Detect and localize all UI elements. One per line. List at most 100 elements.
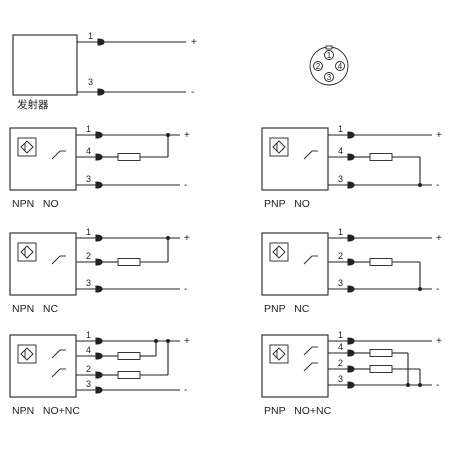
connector-pinout: 1 2 3 4 [309,45,349,86]
npn-no-switch-contact-icon [51,150,66,160]
npn-nc-junction-dot [166,236,170,240]
npn-no-pin-label: 4 [86,146,91,156]
pnp-nc-wire-2 [328,258,370,266]
diagram-pnp-nonc: 1+423-PNP NO+NC [261,330,442,417]
pnp-nonc-load-resistor-icon [369,349,422,387]
npn-nc-wire-3 [76,285,180,293]
pnp-nonc-junction-dot [418,383,422,387]
emitter-pin-1-polarity: + [191,37,197,48]
npn-nc-wire-2 [76,258,118,266]
connector-pin-3: 3 [324,72,334,82]
connector-key [325,45,333,50]
npn-no-junction-dot [166,133,170,137]
npn-nc-polarity-label: - [184,284,187,295]
pnp-no-wire-4 [328,153,370,161]
emitter-wire-1 [77,38,186,46]
pnp-nc-caption: PNP NC [264,303,310,315]
npn-nonc-caption: NPN NO+NC [12,405,80,417]
pnp-no-pin-label: 4 [338,146,343,156]
npn-nonc-pin-label: 3 [86,379,91,389]
pnp-nonc-wire-2 [328,365,370,373]
emitter-box [12,34,78,96]
npn-nonc-switch-contact-icon [51,349,66,378]
npn-nonc-load-resistor-icon [117,339,170,379]
npn-no-caption: NPN NO [12,198,59,210]
pnp-nc-load-resistor-icon [369,258,422,291]
pnp-nonc-sensor-box [261,334,329,398]
npn-no-polarity-label: + [184,130,190,141]
pnp-nc-pin-label: 2 [338,251,343,261]
pnp-nonc-polarity-label: + [436,336,442,347]
npn-nonc-sensor-symbol-icon [17,344,37,364]
pnp-no-sensor-box [261,127,329,191]
pnp-nonc-caption: PNP NO+NC [264,405,332,417]
connector-pin-4: 4 [335,61,345,71]
svg-text:1: 1 [327,51,332,60]
pnp-nc-pin-label: 1 [338,227,343,237]
npn-nonc-sensor-box [9,334,77,398]
emitter-pin-3-label: 3 [88,77,93,87]
pnp-nc-pin-label: 3 [338,278,343,288]
pnp-nonc-pin-label: 3 [338,374,343,384]
pnp-nc-polarity-label: + [436,233,442,244]
pnp-no-pin-label: 1 [338,124,343,134]
pnp-nonc-pin-label: 2 [338,358,343,368]
npn-no-polarity-label: - [184,180,187,191]
npn-nonc-wire-2 [76,371,118,379]
npn-nc-sensor-symbol-icon [17,242,37,262]
pnp-nc-sensor-symbol-icon [269,242,289,262]
npn-no-wire-3 [76,181,180,189]
pnp-no-load-resistor-icon [369,153,422,187]
npn-nonc-wire-1 [76,337,180,345]
emitter-pin-3-polarity: - [191,87,194,98]
pnp-no-polarity-label: + [436,130,442,141]
pnp-nc-wire-1 [328,234,432,242]
pnp-no-sensor-symbol-icon [269,137,289,157]
npn-nc-switch-contact-icon [51,255,66,265]
pnp-no-junction-dot [418,183,422,187]
npn-nc-wire-1 [76,234,180,242]
pnp-nonc-wire-3 [328,381,432,389]
pnp-nonc-switch-contact-icon [303,346,318,372]
npn-nc-polarity-label: + [184,233,190,244]
pnp-nonc-wire-4 [328,349,370,357]
pnp-no-caption: PNP NO [264,198,310,210]
emitter-pin-1-label: 1 [88,31,93,41]
connector-pin-1: 1 [324,50,334,60]
npn-nonc-junction-dot [166,339,170,343]
npn-nc-sensor-box [9,232,77,296]
pnp-nonc-sensor-symbol-icon [269,344,289,364]
npn-nc-caption: NPN NC [12,303,59,315]
emitter-wire-3 [77,88,186,96]
npn-nc-pin-label: 2 [86,251,91,261]
npn-nonc-pin-label: 1 [86,330,91,340]
svg-text:4: 4 [338,62,343,71]
npn-nc-load-resistor-icon [117,236,170,266]
npn-nonc-pin-label: 2 [86,364,91,374]
diagram-npn-no: 1+43-NPN NO [9,124,190,210]
pnp-nc-sensor-box [261,232,329,296]
svg-text:3: 3 [327,73,332,82]
pnp-no-wire-1 [328,131,432,139]
pnp-nonc-pin-label: 1 [338,330,343,340]
npn-nonc-polarity-label: - [184,385,187,396]
pnp-nonc-polarity-label: - [436,380,439,391]
connector-pin-2: 2 [313,61,323,71]
pnp-nc-wire-3 [328,285,432,293]
pnp-no-pin-label: 3 [338,174,343,184]
npn-no-wire-1 [76,131,180,139]
pnp-no-switch-contact-icon [303,150,318,160]
pnp-nonc-junction-dot [406,383,410,387]
npn-no-sensor-box [9,127,77,191]
npn-no-load-resistor-icon [117,133,170,161]
pnp-nc-junction-dot [418,287,422,291]
receiver-diagrams: 1 +4 3 - NPN NO 1 +4 3 - PNP NO 1 +2 3 - NPN NC 1 +2 3 - PN… [9,124,442,417]
emitter-caption: 发射器 [17,98,49,111]
diagram-npn-nc: 1+23-NPN NC [9,227,190,315]
npn-nonc-wire-4 [76,352,118,360]
pnp-no-wire-3 [328,181,432,189]
pnp-no-polarity-label: - [436,180,439,191]
diagram-npn-nonc: 1+423-NPN NO+NC [9,330,190,417]
